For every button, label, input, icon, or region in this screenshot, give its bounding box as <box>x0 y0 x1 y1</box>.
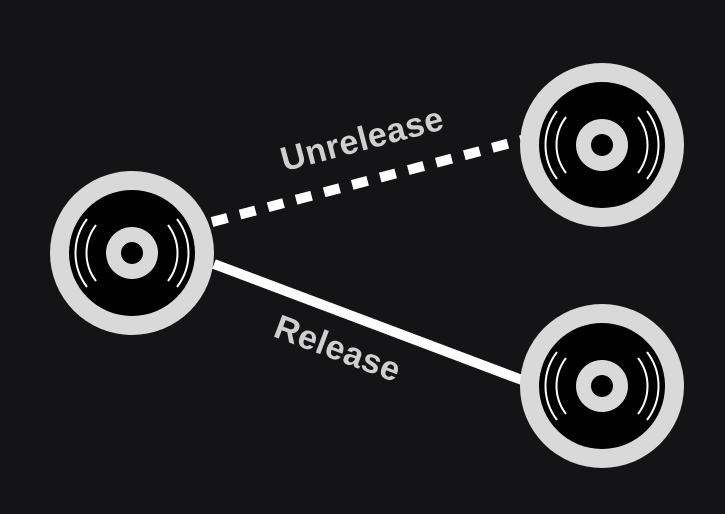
release-label: Release <box>269 308 406 390</box>
unreleased-node <box>520 63 684 227</box>
source-node <box>50 171 214 335</box>
vinyl-record-icon <box>50 171 214 335</box>
vinyl-record-icon <box>520 304 684 468</box>
unrelease-edge <box>210 135 524 227</box>
released-node <box>520 304 684 468</box>
vinyl-record-icon <box>520 63 684 227</box>
release-edge <box>212 259 524 385</box>
